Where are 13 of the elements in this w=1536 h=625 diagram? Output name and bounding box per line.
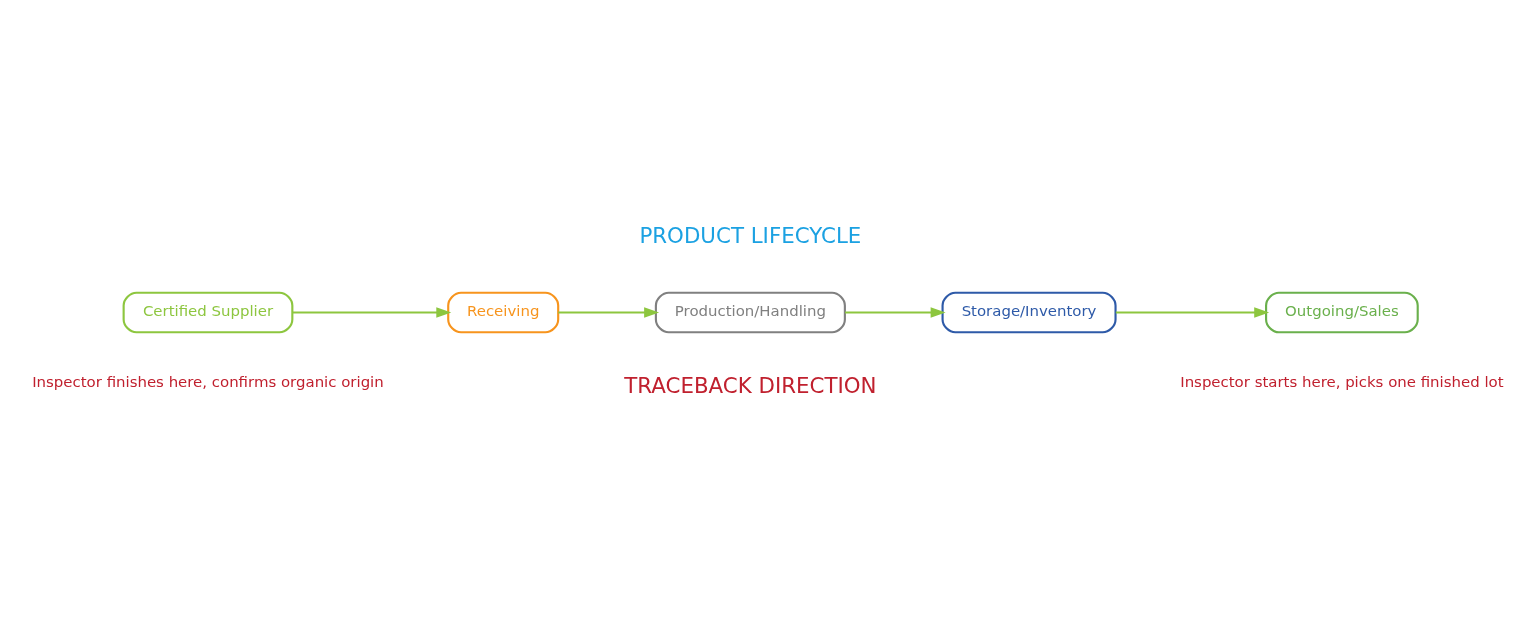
label: Inspector starts here, picks one finished lot bbox=[1180, 372, 1504, 391]
node-box: Storage/Inventory bbox=[941, 291, 1117, 334]
label: Inspector finishes here, confirms organic origin bbox=[32, 372, 384, 391]
arrow bbox=[1115, 307, 1270, 318]
node-box: Receiving bbox=[447, 291, 560, 334]
arrow bbox=[845, 307, 946, 318]
label: TRACEBACK DIRECTION bbox=[624, 372, 877, 398]
node-box: Outgoing/Sales bbox=[1265, 291, 1419, 334]
arrow bbox=[558, 307, 660, 318]
label: PRODUCT LIFECYCLE bbox=[639, 223, 862, 249]
node-box: Certified Supplier bbox=[122, 291, 294, 334]
node-box: Production/Handling bbox=[654, 291, 846, 334]
arrow bbox=[292, 307, 452, 318]
